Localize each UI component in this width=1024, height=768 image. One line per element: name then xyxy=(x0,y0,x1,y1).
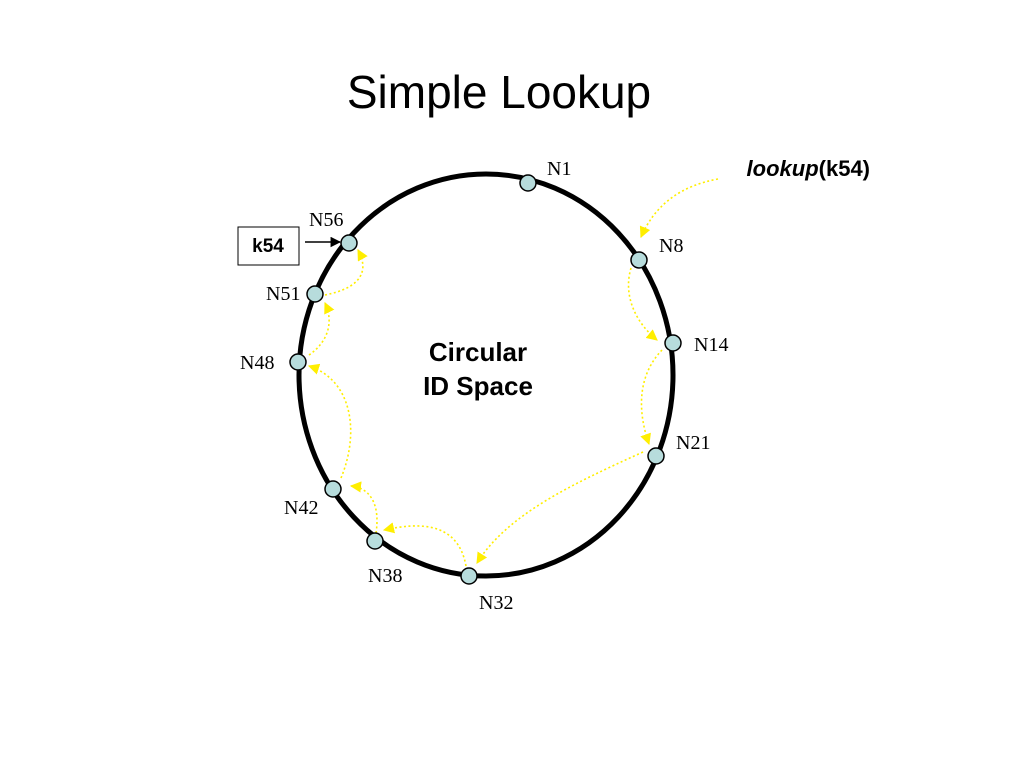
hop-n14-n21 xyxy=(640,349,663,446)
query-entry-arrow xyxy=(639,178,719,239)
routing-hops xyxy=(307,249,663,567)
node-labels: N1 N8 N14 N21 N32 N38 N42 N48 N51 N56 xyxy=(240,158,728,614)
hop-n38-n42 xyxy=(349,481,378,534)
lookup-argument: (k54) xyxy=(819,156,870,181)
hop-n42-n48 xyxy=(307,363,352,479)
node-label-n56: N56 xyxy=(309,209,343,231)
hop-n48-n51 xyxy=(308,301,335,356)
lookup-function: lookup xyxy=(747,156,819,181)
node-label-n1: N1 xyxy=(547,158,571,180)
node-label-n51: N51 xyxy=(266,283,300,305)
hop-n21-n32 xyxy=(476,451,644,564)
hop-n8-n14 xyxy=(627,267,658,341)
key-box xyxy=(237,226,300,266)
node-n56[interactable] xyxy=(340,234,358,252)
hop-n51-n56 xyxy=(324,249,368,296)
node-label-n32: N32 xyxy=(479,592,513,614)
key-box-label: k54 xyxy=(252,236,284,257)
node-label-n8: N8 xyxy=(659,235,683,257)
nodes xyxy=(289,174,682,585)
node-label-n38: N38 xyxy=(368,565,402,587)
page-title: Simple Lookup xyxy=(347,66,651,118)
node-label-n14: N14 xyxy=(694,334,728,356)
node-label-n48: N48 xyxy=(240,352,274,374)
lookup-label: lookup(k54) xyxy=(747,156,870,181)
node-n38[interactable] xyxy=(366,532,384,550)
node-n21[interactable] xyxy=(647,447,665,465)
node-label-n42: N42 xyxy=(284,497,318,519)
node-n48[interactable] xyxy=(289,353,307,371)
center-label-line2: ID Space xyxy=(423,371,533,401)
identifier-ring xyxy=(296,171,676,579)
node-n1[interactable] xyxy=(519,174,537,192)
hop-n32-n38 xyxy=(382,522,467,567)
node-n14[interactable] xyxy=(664,334,682,352)
node-n32[interactable] xyxy=(460,567,478,585)
node-n51[interactable] xyxy=(306,285,324,303)
node-n8[interactable] xyxy=(630,251,648,269)
center-label-line1: Circular xyxy=(429,337,527,367)
node-n42[interactable] xyxy=(324,480,342,498)
node-label-n21: N21 xyxy=(676,432,710,454)
